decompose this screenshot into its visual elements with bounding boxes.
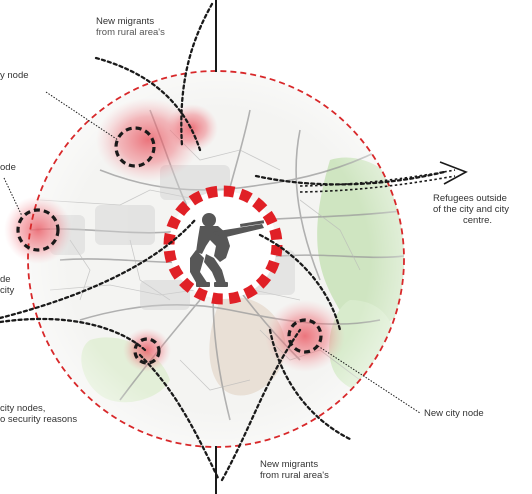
city-node-marker bbox=[114, 126, 156, 168]
pointer-city-node bbox=[45, 91, 119, 141]
refugee-arrow bbox=[299, 161, 468, 193]
label-left-city: de city bbox=[0, 274, 15, 296]
pointer-new-city-node bbox=[317, 345, 421, 414]
label-top-migrants: New migrants from rural area's bbox=[96, 16, 165, 38]
flow-left-curve bbox=[0, 218, 197, 320]
pointer-left-node bbox=[3, 177, 23, 217]
node-glows bbox=[4, 98, 345, 372]
label-bottom-migrants: New migrants from rural area's bbox=[260, 459, 329, 481]
flow-bottom-left-curve bbox=[0, 317, 147, 352]
label-city-node-top: y node bbox=[0, 70, 29, 81]
flow-refugees-curve bbox=[254, 170, 446, 186]
soldier-rifle-icon bbox=[190, 213, 265, 287]
flow-right-mid-curve bbox=[258, 233, 342, 332]
label-bottom-left: city nodes, o security reasons bbox=[0, 403, 78, 425]
flow-top-curve-b bbox=[94, 56, 202, 152]
arrow-head-icon bbox=[439, 161, 468, 185]
label-new-city-node: New city node bbox=[424, 408, 484, 419]
label-node-left: ode bbox=[0, 162, 16, 173]
flow-bottom-right-curve bbox=[220, 328, 302, 482]
city-node-marker-south bbox=[133, 337, 161, 365]
city-node-marker-left bbox=[16, 208, 60, 252]
flow-right-lower-curve bbox=[268, 328, 354, 442]
label-refugees: Refugees outside of the city and city ce… bbox=[433, 193, 510, 226]
new-city-node-marker bbox=[287, 318, 323, 354]
flow-bottom-mid-curve bbox=[138, 353, 220, 480]
flow-top-curve-a bbox=[180, 2, 214, 148]
